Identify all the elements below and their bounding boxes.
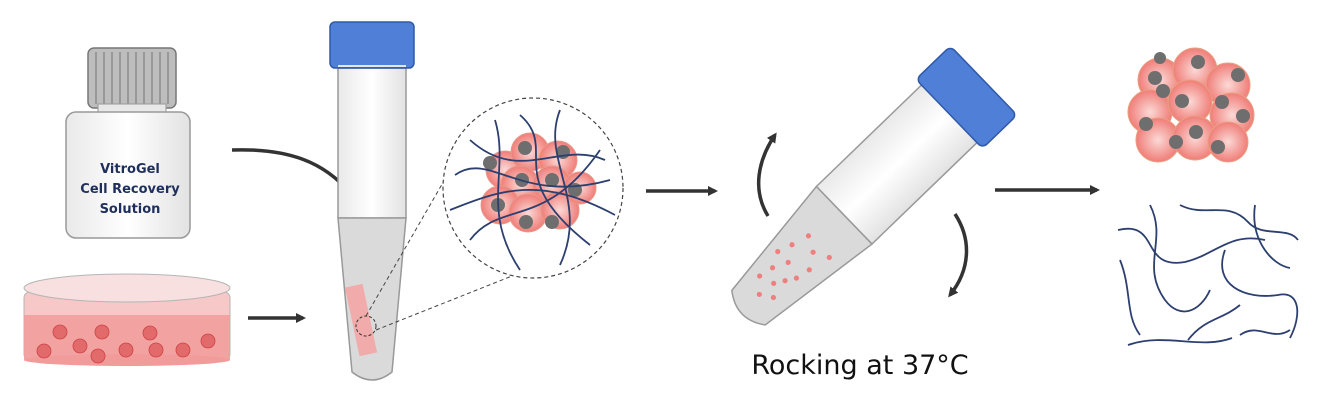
released-cells (756, 233, 832, 301)
recovered-spheroid (1127, 47, 1255, 163)
hydrogel-fibers (449, 109, 616, 271)
hydrogel-piece (344, 283, 378, 357)
recovery-solution-bottle (65, 47, 191, 239)
bottle-label: VitroGel Cell Recovery Solution (70, 160, 190, 220)
bottle-label-line-2: Cell Recovery (80, 182, 180, 197)
conical-tube-rocking (731, 47, 1016, 326)
zoom-callout (365, 97, 624, 331)
cell-nuclei (483, 141, 582, 229)
curved-arrow-icon (948, 213, 969, 298)
cell-spheroids-in-dish (36, 324, 216, 364)
curved-arrow-icon (756, 132, 777, 217)
bottle-label-line-3: Solution (99, 202, 161, 217)
curved-arrow-icon (231, 148, 352, 196)
separated-hydrogel-fibers (1117, 204, 1299, 346)
petri-dish (23, 273, 231, 366)
tube-cap (917, 47, 1016, 147)
rocking-caption: Rocking at 37°C (751, 350, 969, 381)
tube-cap (329, 21, 415, 69)
bottle-label-line-1: VitroGel (100, 162, 160, 177)
conical-tube-upright (329, 21, 415, 381)
